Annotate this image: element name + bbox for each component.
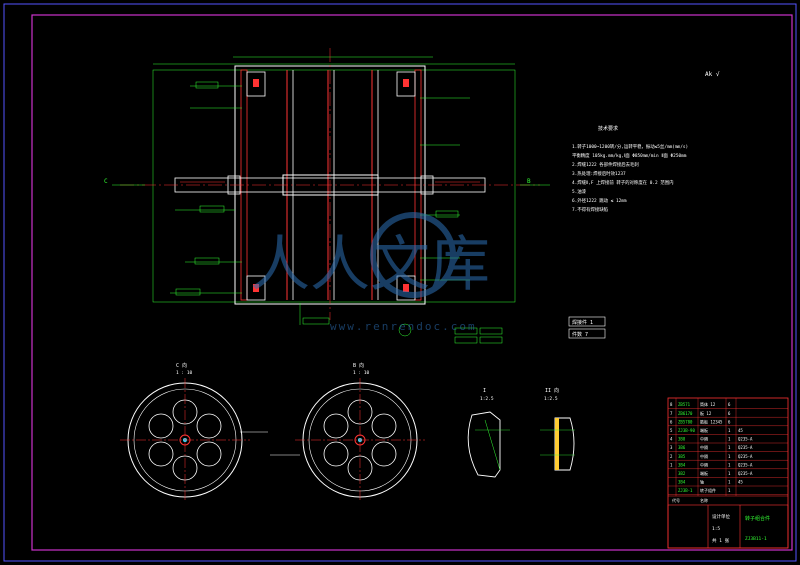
tech-req-line: 6.外径1222 跳动 ≤ 12mm	[572, 197, 627, 204]
watermark-url: www.renrendoc.com	[330, 320, 477, 333]
note-box-2: 件数 7	[572, 331, 588, 338]
parts-cell: 3	[670, 445, 673, 450]
parts-cell: 5	[670, 428, 673, 433]
section-view-c: C 向 1 : 10	[120, 362, 268, 502]
parts-header: 代号	[672, 497, 680, 503]
parts-cell: ZJ3B-90	[678, 428, 695, 433]
parts-cell: 45	[738, 428, 743, 433]
corner-block-bl	[246, 275, 266, 301]
parts-cell: 1	[728, 488, 731, 493]
tech-req-title: 技术要求	[598, 125, 618, 132]
parts-cell: 3B2	[678, 471, 686, 476]
detail-view-ii: II 向 1:2.5	[540, 387, 575, 471]
drawing-title: 转子组合件	[745, 515, 770, 522]
detail-i-label: I	[483, 388, 486, 394]
detail-ii-label: II 向	[545, 387, 559, 394]
parts-cell: 中隔	[700, 461, 708, 467]
parts-cell: 端板	[700, 470, 708, 476]
tech-req-line: 7.不得有焊接缺陷	[572, 206, 608, 213]
parts-cell: 6	[670, 419, 673, 424]
parts-cell: 1	[728, 480, 731, 485]
detail-i-scale: 1:2.5	[480, 396, 494, 402]
parts-cell: Q235-A	[738, 462, 753, 467]
parts-cell: 2	[670, 454, 673, 459]
tech-req-line: 5.油漆	[572, 188, 587, 195]
parts-cell: 1	[728, 471, 731, 476]
scale-label: 1:5	[712, 526, 720, 532]
corner-block-tl	[246, 71, 266, 97]
parts-cell: 板 12	[700, 410, 712, 416]
detail-view-i: I 1:2.5	[467, 388, 510, 478]
section-b-label: B 向	[353, 362, 364, 369]
tech-req-line: 1.转子1000~1200转/分,运转平稳，振动≤5丝/mm(mm/s)	[572, 143, 688, 150]
parts-cell: 1	[728, 462, 731, 467]
parts-cell: 8	[670, 402, 673, 407]
parts-cell: 1	[670, 462, 673, 467]
roughness-note: Ak √	[705, 71, 720, 78]
parts-cell: 中隔	[700, 444, 708, 450]
tech-req-line: 4.焊缝Ⅱ,F 上焊接前 转子的对称度在 0.2 范围内	[572, 179, 674, 186]
parts-cell: ZB5780	[678, 419, 693, 424]
note-box-1: 焊接件 1	[572, 319, 593, 326]
parts-cell: 1	[728, 428, 731, 433]
section-b-scale: 1 : 10	[353, 370, 370, 376]
parts-cell: 6	[728, 411, 731, 416]
parts-cell: 3B8	[678, 437, 686, 442]
tech-req-line: 2.焊缝1222 各部件焊接后去毛刺	[572, 161, 639, 168]
parts-cell: 轴	[700, 479, 704, 485]
parts-cell: 6	[728, 419, 731, 424]
watermark: 人人文库 www.renrendoc.com	[250, 212, 490, 333]
watermark-glyphs: 人人文库	[250, 230, 490, 300]
parts-cell: 6	[728, 402, 731, 407]
tech-req-line: 平衡精度 105kg.mm/kg,Ⅰ面 Φ850mm/min Ⅱ面 Φ250mm	[572, 152, 687, 159]
corner-block-tr	[396, 71, 416, 97]
parts-cell: 端板	[700, 427, 708, 433]
section-c-label: C 向	[176, 362, 187, 369]
parts-cell: 3B4	[678, 480, 686, 485]
parts-cell: Q235-A	[738, 454, 753, 459]
view-arrow-right: B	[527, 178, 531, 185]
parts-cell: Q235-A	[738, 471, 753, 476]
drawing-frame	[31, 14, 793, 551]
parts-cell: 筋板 12345	[700, 418, 723, 424]
parts-cell: 3B4	[678, 462, 686, 467]
parts-cell: 3B5	[678, 454, 686, 459]
parts-cell: 筒体 12	[700, 401, 716, 407]
section-view-b: B 向 1 : 10	[270, 362, 425, 502]
section-c-scale: 1 : 10	[176, 370, 193, 376]
parts-cell: 45	[738, 480, 743, 485]
tech-req-line: 3.热处理:焊接后时效1237	[572, 170, 626, 177]
corner-block-br	[396, 275, 416, 301]
parts-cell: Q235-A	[738, 445, 753, 450]
parts-cell: 中隔	[700, 436, 708, 442]
parts-cell: 4	[670, 437, 673, 442]
parts-cell: ZJ3B-1	[678, 488, 693, 493]
parts-cell: 3B6	[678, 445, 686, 450]
watermark-logo-icon	[370, 212, 456, 298]
view-arrow-left: C	[104, 178, 108, 185]
company-name: 设计单位	[712, 513, 730, 520]
outer-sheet-border	[3, 3, 797, 562]
parts-cell: 1	[728, 437, 731, 442]
technical-requirements: 技术要求 1.转子1000~1200转/分,运转平稳，振动≤5丝/mm(mm/s…	[572, 125, 688, 213]
detail-ii-scale: 1:2.5	[544, 396, 558, 402]
parts-cell: ZB6170	[678, 411, 693, 416]
drawing-code: ZJ3B11-1	[745, 536, 767, 542]
parts-cell: 1	[728, 445, 731, 450]
parts-cell: 1	[728, 454, 731, 459]
parts-cell: Q235-A	[738, 437, 753, 442]
parts-cell: ZB571	[678, 402, 691, 407]
parts-cell: 7	[670, 411, 673, 416]
parts-header-name: 名称	[700, 497, 708, 503]
main-view: C B	[104, 48, 550, 344]
parts-cell: 中隔	[700, 453, 708, 459]
small-note-boxes: 焊接件 1 件数 7	[568, 316, 606, 339]
parts-cell: 转子组件	[700, 487, 716, 493]
sheet-label: 共 1 张	[712, 537, 730, 544]
